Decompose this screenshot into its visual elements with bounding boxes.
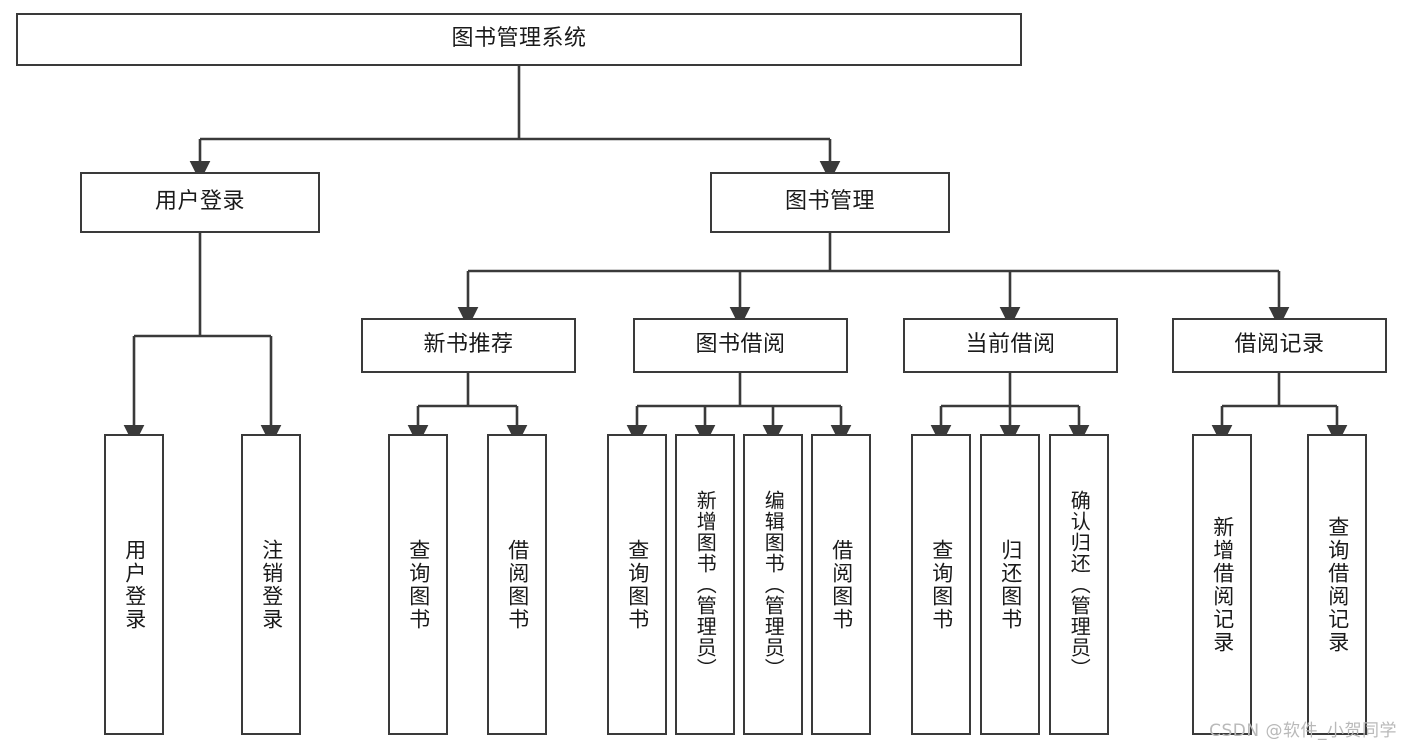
node-leaf-record-add[interactable]: 新增借阅记录 xyxy=(1192,434,1252,735)
node-leaf-recommend-query-book-label: 查询图书 xyxy=(406,538,431,631)
node-leaf-borrow-add-book-label: 新增图书（管理员） xyxy=(693,490,718,679)
node-leaf-record-query-label: 查询借阅记录 xyxy=(1325,515,1350,654)
node-current-borrow[interactable]: 当前借阅 xyxy=(903,318,1118,373)
node-current-borrow-label: 当前借阅 xyxy=(965,332,1056,358)
node-leaf-current-confirm-return-label: 确认归还（管理员） xyxy=(1067,490,1092,679)
node-new-book-recommend[interactable]: 新书推荐 xyxy=(361,318,576,373)
node-leaf-record-query[interactable]: 查询借阅记录 xyxy=(1307,434,1367,735)
node-leaf-current-query-book[interactable]: 查询图书 xyxy=(911,434,971,735)
node-borrow-record[interactable]: 借阅记录 xyxy=(1172,318,1387,373)
node-leaf-borrow-query-book[interactable]: 查询图书 xyxy=(607,434,667,735)
node-root-label: 图书管理系统 xyxy=(451,26,587,52)
node-user-login-label: 用户登录 xyxy=(154,189,245,215)
node-leaf-borrow-add-book[interactable]: 新增图书（管理员） xyxy=(675,434,735,735)
node-leaf-logout-login-label: 注销登录 xyxy=(259,538,284,631)
node-leaf-current-confirm-return[interactable]: 确认归还（管理员） xyxy=(1049,434,1109,735)
node-leaf-recommend-borrow-book[interactable]: 借阅图书 xyxy=(487,434,547,735)
node-book-manage-label: 图书管理 xyxy=(784,189,875,215)
node-leaf-current-return-book-label: 归还图书 xyxy=(998,538,1023,631)
node-borrow-record-label: 借阅记录 xyxy=(1234,332,1325,358)
node-leaf-borrow-edit-book[interactable]: 编辑图书（管理员） xyxy=(743,434,803,735)
node-leaf-borrow-query-book-label: 查询图书 xyxy=(625,538,650,631)
node-leaf-borrow-borrow-book[interactable]: 借阅图书 xyxy=(811,434,871,735)
node-book-manage[interactable]: 图书管理 xyxy=(710,172,950,233)
node-leaf-borrow-borrow-book-label: 借阅图书 xyxy=(829,538,854,631)
node-leaf-logout-login[interactable]: 注销登录 xyxy=(241,434,301,735)
node-book-borrow[interactable]: 图书借阅 xyxy=(633,318,848,373)
node-leaf-user-login-label: 用户登录 xyxy=(122,538,147,631)
node-leaf-recommend-borrow-book-label: 借阅图书 xyxy=(505,538,530,631)
node-new-book-recommend-label: 新书推荐 xyxy=(423,332,514,358)
csdn-watermark: CSDN @软件_小贺同学 xyxy=(1209,721,1397,741)
node-leaf-current-query-book-label: 查询图书 xyxy=(929,538,954,631)
node-leaf-record-add-label: 新增借阅记录 xyxy=(1210,515,1235,654)
node-leaf-recommend-query-book[interactable]: 查询图书 xyxy=(388,434,448,735)
node-leaf-borrow-edit-book-label: 编辑图书（管理员） xyxy=(761,490,786,679)
node-book-borrow-label: 图书借阅 xyxy=(695,332,786,358)
node-leaf-current-return-book[interactable]: 归还图书 xyxy=(980,434,1040,735)
node-leaf-user-login[interactable]: 用户登录 xyxy=(104,434,164,735)
node-user-login[interactable]: 用户登录 xyxy=(80,172,320,233)
node-root[interactable]: 图书管理系统 xyxy=(16,13,1022,66)
